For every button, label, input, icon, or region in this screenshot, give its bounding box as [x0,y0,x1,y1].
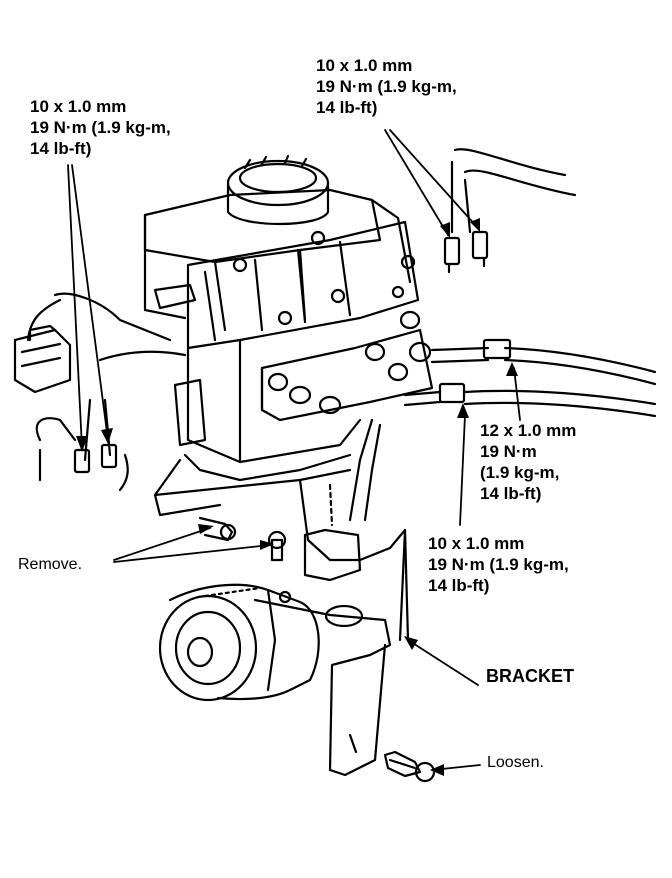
torque-spec: 19 N·m (1.9 kg-m, [30,118,171,137]
torque-callout-lower-right: 10 x 1.0 mm 19 N·m (1.9 kg-m, 14 lb-ft) [428,533,569,596]
bracket [153,458,410,777]
electrical-connector [13,324,72,394]
torque-callout-mid-right: 12 x 1.0 mm 19 N·m (1.9 kg-m, 14 lb-ft) [480,420,576,504]
torque-spec-lbft: 14 lb-ft) [30,139,92,158]
bracket-label: BRACKET [486,666,574,686]
torque-callout-top-right: 10 x 1.0 mm 19 N·m (1.9 kg-m, 14 lb-ft) [316,55,457,118]
thread-size: 10 x 1.0 mm [428,534,525,553]
removable-bolts [198,516,436,783]
brake-lines [26,148,657,522]
torque-spec-kgm: (1.9 kg-m, [480,463,560,482]
thread-size: 12 x 1.0 mm [480,421,577,440]
pump-motor [158,583,320,702]
loosen-label: Loosen. [487,754,544,771]
thread-size: 10 x 1.0 mm [316,56,413,75]
torque-spec-lbft: 14 lb-ft) [428,576,490,595]
torque-spec: 19 N·m [480,442,537,461]
torque-spec: 19 N·m (1.9 kg-m, [316,77,457,96]
torque-spec: 19 N·m (1.9 kg-m, [428,555,569,574]
remove-label: Remove. [18,556,83,573]
modulator-body [143,154,434,482]
torque-spec-lbft: 14 lb-ft) [316,98,378,117]
thread-size: 10 x 1.0 mm [30,97,127,116]
arrow-heads [76,218,518,776]
fittings [73,230,512,474]
leader-lines [67,129,521,771]
torque-spec-lbft: 14 lb-ft) [480,484,542,503]
torque-callout-top-left: 10 x 1.0 mm 19 N·m (1.9 kg-m, 14 lb-ft) [30,96,171,159]
